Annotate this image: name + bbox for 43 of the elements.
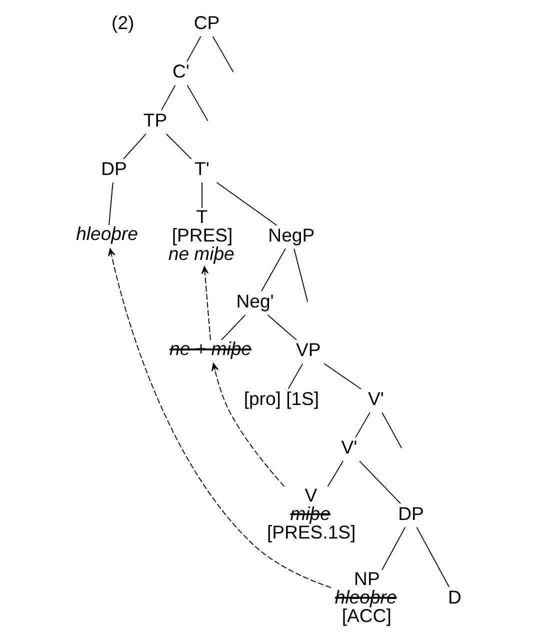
node-text: ne + miþe [169, 338, 252, 360]
connector [293, 248, 308, 302]
node-text: V' [340, 436, 357, 458]
arrow [108, 248, 332, 588]
arrow [200, 266, 210, 341]
node-text: D [448, 586, 461, 608]
node-text: C' [172, 60, 189, 82]
node-text: hleoþre [76, 223, 138, 244]
connector [323, 363, 361, 390]
node-text: DP [398, 502, 424, 524]
node-text: TP [142, 109, 167, 130]
connector [212, 36, 234, 73]
node-text: NegP [268, 224, 314, 246]
node-text: T' [194, 158, 209, 180]
node-text: V' [367, 388, 384, 409]
node-text: NP hleoþre [ACC] [334, 568, 396, 626]
connector [216, 182, 277, 226]
connector [266, 314, 296, 340]
connector [108, 182, 113, 226]
connector [122, 134, 146, 160]
node-text: T [PRES] ne miþe [168, 206, 234, 264]
connector [381, 526, 406, 570]
connector [220, 314, 246, 340]
connector [358, 460, 401, 504]
connector [165, 134, 192, 160]
connector [186, 84, 208, 122]
connector [260, 248, 286, 292]
arrow [210, 363, 284, 487]
node-text: CP [193, 12, 220, 33]
connector [381, 412, 402, 449]
node-text: Neg' [236, 290, 274, 312]
node-text: DP [100, 158, 126, 180]
node-text: V miþe [PRES.1S] [266, 484, 356, 542]
node-text: [pro] [1S] [243, 388, 319, 409]
node-text: VP [296, 339, 320, 360]
connector [326, 460, 344, 487]
connector [354, 412, 370, 438]
label: (2) [111, 12, 134, 33]
connector [201, 182, 202, 208]
connector [287, 363, 303, 390]
connector [160, 84, 176, 111]
connector [416, 526, 450, 588]
connector [186, 36, 201, 62]
